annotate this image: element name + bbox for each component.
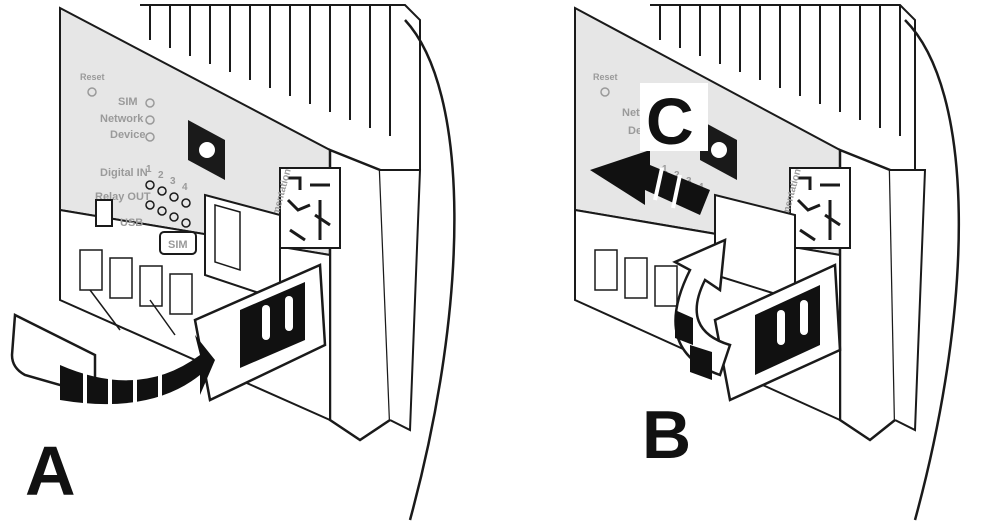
insert-arrow bbox=[60, 335, 215, 410]
sim-button-label: SIM bbox=[168, 239, 188, 251]
device-led-label: Device bbox=[110, 129, 145, 141]
network-led-label: Network bbox=[100, 113, 144, 125]
sim-tray[interactable] bbox=[193, 263, 327, 402]
sim-tray-right[interactable] bbox=[713, 263, 842, 402]
step-a-label-box bbox=[18, 433, 88, 505]
step-b-label-box bbox=[635, 395, 703, 465]
svg-text:4: 4 bbox=[182, 182, 188, 193]
housing-fins-right bbox=[650, 4, 916, 170]
network-led bbox=[145, 115, 155, 125]
reset-button[interactable] bbox=[87, 87, 97, 97]
reset-label-right: Reset bbox=[593, 72, 618, 82]
svg-text:3: 3 bbox=[170, 176, 176, 187]
io-leds bbox=[145, 180, 191, 228]
svg-text:1: 1 bbox=[146, 164, 152, 175]
qr-code bbox=[279, 167, 341, 249]
svg-text:1: 1 bbox=[662, 164, 668, 175]
step-b-label: B bbox=[642, 397, 691, 473]
usb-label: USB bbox=[120, 217, 143, 229]
pull-arrow-c bbox=[590, 150, 710, 215]
sim-led-label: SIM bbox=[118, 96, 138, 108]
qr-code-right bbox=[789, 167, 851, 249]
step-a-label: A bbox=[25, 432, 76, 510]
panel-b-c: Reset Network Device 1 2 3 4 Documentati… bbox=[574, 4, 960, 521]
sim-led bbox=[145, 98, 155, 108]
reset-button-right bbox=[600, 87, 610, 97]
usb-port[interactable] bbox=[95, 199, 113, 227]
reset-label: Reset bbox=[80, 72, 105, 82]
sim-button[interactable] bbox=[159, 231, 197, 255]
step-c-label: C bbox=[646, 84, 694, 158]
terminal-blocks bbox=[79, 249, 193, 336]
panel-a: Reset SIM Network Device Digital IN Rela… bbox=[10, 4, 456, 521]
housing-side-curve bbox=[404, 19, 456, 521]
io-numbers: 1 2 3 4 bbox=[146, 164, 188, 193]
svg-text:2: 2 bbox=[158, 170, 164, 181]
push-arrow-b bbox=[672, 237, 732, 380]
step-c-label-box bbox=[640, 83, 708, 151]
svg-text:2: 2 bbox=[674, 170, 680, 181]
housing-fins bbox=[140, 4, 421, 170]
device-led bbox=[145, 132, 155, 142]
digital-in-label: Digital IN bbox=[100, 167, 148, 179]
